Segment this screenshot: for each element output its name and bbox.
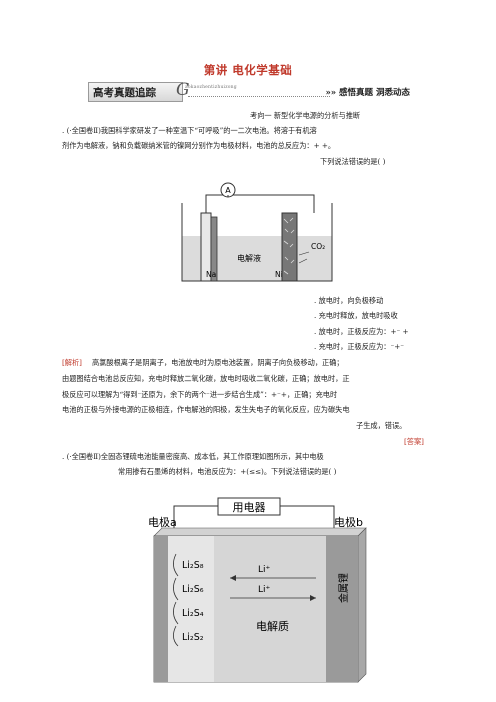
analysis-line-1: 高氯酸根离子是阴离子，电池放电时为原电池装置，阴离子向负极移动，正确； — [92, 358, 344, 367]
ion-label-2: Li⁺ — [258, 585, 271, 595]
banner-label: 高考真题追踪 — [88, 82, 183, 102]
analysis-line-4: 电池的正极与外接电源的正极相连，作电解池的阳极，发生失电子的氧化反应，应为碳失电 — [62, 405, 350, 414]
electrolyte-text: 电解质 — [256, 619, 289, 633]
question2-line1: . (·全国卷Ⅱ)全固态锂硫电池能量密度高、成本低，其工作原理如图所示，其中电极 — [62, 452, 324, 461]
metal-lithium-label: 金属锂 — [337, 573, 350, 603]
electrode-a-body — [154, 536, 168, 682]
species-4: Li₂S₂ — [182, 632, 204, 643]
option-d: . 充电时，正极反应为：⁻+⁻ — [314, 342, 405, 351]
question1-line1: . (·全国卷Ⅱ)我国科学家研发了一种室温下“可呼吸”的一二次电池。将溶于有机溶 — [62, 126, 317, 135]
analysis-line-5: 子生成，错误。 — [356, 421, 407, 430]
banner-divider — [188, 96, 330, 97]
analysis-line-2: 由题图结合电池总反应知，充电时释放二氧化碳，放电时吸收二氧化碳，正确；放电时，正 — [62, 374, 350, 383]
option-b: . 充电时释放，放电时吸收 — [314, 311, 398, 320]
battery-diagram-1: A 电解液 Na Ni CO₂ — [181, 182, 333, 282]
battery-diagram-2: 用电器 电极a 电极b Li₂S₈ Li₂S₆ Li₂S₄ Li₂S₂ Li⁺ … — [148, 497, 367, 683]
sulfur-cathode-region — [168, 536, 214, 682]
banner-right-text: »» 感悟真题 洞悉动态 — [325, 88, 410, 98]
ni-label: Ni — [275, 270, 283, 279]
question1-line2: 剂作为电解液，钠和负载碳纳米管的镍网分别作为电极材料，电池的总反应为：+ +。 — [62, 141, 336, 150]
analysis-line-3: 极反应可以理解为“得到⁻还原为，余下的两个⁻进一步结合生成”：+⁻+，正确；充电… — [62, 390, 338, 399]
section-banner: 高考真题追踪 G aokaozhentizhuizong »» 感悟真题 洞悉动… — [88, 80, 410, 104]
answer-label: [答案] — [404, 437, 424, 446]
electrolyte-label: 电解液 — [237, 253, 261, 263]
banner-g-letter: G — [176, 80, 190, 100]
lithium-anode-region — [326, 536, 358, 682]
ion-label-1: Li⁺ — [258, 565, 271, 575]
electrode-a-label: 电极a — [148, 515, 177, 529]
section-heading: 考向一 新型化学电源的分析与推断 — [250, 111, 361, 120]
ammeter-label: A — [225, 186, 231, 195]
co2-label: CO₂ — [311, 242, 325, 251]
device-label: 用电器 — [233, 501, 266, 514]
na-label: Na — [206, 270, 216, 279]
question2-line2: 常用掺有石墨烯的材料，电池反应为：+(≤≤)。下列说法错误的是( ) — [118, 467, 337, 476]
option-c: . 放电时，正极反应为：+⁻ + — [314, 327, 409, 336]
option-a: . 放电时，向负极移动 — [314, 296, 384, 305]
species-1: Li₂S₈ — [182, 560, 204, 571]
species-2: Li₂S₆ — [182, 584, 204, 595]
electrolyte-region — [214, 536, 326, 682]
question1-line3: 下列说法错误的是( ) — [320, 157, 386, 166]
species-3: Li₂S₄ — [182, 608, 204, 619]
page-title: 第讲 电化学基础 — [203, 63, 293, 77]
analysis-label: [解析] — [62, 358, 82, 367]
banner-subtitle: aokaozhentizhuizong — [185, 85, 237, 90]
electrode-b-label: 电极b — [334, 515, 363, 529]
